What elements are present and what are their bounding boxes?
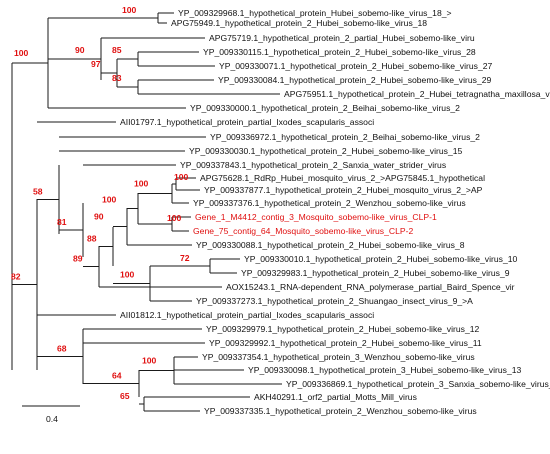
- scale-bar-label: 0.4: [46, 414, 58, 424]
- leaf-label: Gene_75_contig_64_Mosquito_sobemo-like_v…: [193, 226, 413, 236]
- support-value: 90: [75, 45, 85, 55]
- scale-bar: 0.4: [22, 405, 80, 424]
- support-value: 58: [33, 187, 43, 197]
- leaf-label: YP_009337376.1_hypothetical_protein_2_We…: [193, 198, 466, 208]
- leaf-label: AII01797.1_hypothetical_protein_partial_…: [120, 117, 374, 127]
- support-value: 81: [57, 217, 67, 227]
- leaf-label: APG75719.1_hypothetical_protein_2_partia…: [209, 33, 475, 43]
- leaf-label: YP_009330115.1_hypothetical_protein_2_Hu…: [203, 47, 476, 57]
- leaf-label: YP_009329968.1_hypothetical_protein_Hube…: [178, 8, 452, 18]
- support-value: 64: [112, 371, 122, 381]
- support-values: 100 100 90 85 97 83 100 100 100 100 90 72 100 88 89 81 5…: [11, 5, 190, 401]
- support-value: 72: [180, 253, 190, 263]
- leaf-label: AII01812.1_hypothetical_protein_partial_…: [120, 310, 374, 320]
- leaf-label: YP_009329983.1_hypothetical_protein_2_Hu…: [241, 268, 510, 278]
- tree-branches: [11, 12, 282, 412]
- leaf-label: APG75949.1_hypothetical_protein_2_Hubei_…: [171, 18, 427, 28]
- leaf-label: APG75951.1_hypothetical_protein_2_Hubei_…: [284, 89, 550, 99]
- leaf-label: YP_009330084.1_hypothetical_protein_2_Hu…: [218, 75, 492, 85]
- support-value: 83: [112, 73, 122, 83]
- leaf-label: YP_009336869.1_hypothetical_protein_3_Sa…: [286, 379, 550, 389]
- leaf-label: Gene_1_M4412_contig_3_Mosquito_sobemo-li…: [195, 212, 437, 222]
- leaf-label: YP_009330088.1_hypothetical_protein_2_Hu…: [196, 240, 465, 250]
- support-value: 100: [120, 270, 135, 280]
- leaf-label: YP_009337354.1_hypothetical_protein_3_We…: [202, 352, 475, 362]
- leaf-label: YP_009337877.1_hypothetical_protein_2_Hu…: [204, 185, 483, 195]
- leaf-label: YP_009337335.1_hypothetical_protein_2_We…: [204, 406, 477, 416]
- leaf-label: YP_009336972.1_hypothetical_protein_2_Be…: [210, 132, 480, 142]
- support-value: 65: [120, 391, 130, 401]
- support-value: 100: [122, 5, 137, 15]
- support-value: 100: [102, 195, 117, 205]
- leaf-label: YP_009330000.1_hypothetical_protein_2_Be…: [190, 103, 460, 113]
- support-value: 89: [73, 254, 83, 264]
- support-value: 82: [11, 272, 21, 282]
- support-value: 100: [142, 356, 157, 366]
- support-value: 97: [91, 59, 101, 69]
- leaf-label: APG75628.1_RdRp_Hubei_mosquito_virus_2_>…: [200, 173, 485, 183]
- leaf-label: YP_009337273.1_hypothetical_protein_2_Sh…: [196, 296, 473, 306]
- leaf-label: YP_009329992.1_hypothetical_protein_2_Hu…: [209, 338, 482, 348]
- support-value: 88: [87, 234, 97, 244]
- support-value: 68: [57, 344, 67, 354]
- leaf-label: YP_009330030.1_hypothetical_protein_2_Hu…: [189, 146, 463, 156]
- support-value: 100: [174, 172, 189, 182]
- support-value: 100: [167, 213, 182, 223]
- leaf-label: AOX15243.1_RNA-dependent_RNA_polymerase_…: [226, 282, 515, 292]
- leaf-labels: YP_009329968.1_hypothetical_protein_Hube…: [120, 8, 550, 416]
- support-value: 90: [94, 212, 104, 222]
- leaf-label: AKH40291.1_orf2_partial_Motts_Mill_virus: [254, 392, 417, 402]
- leaf-label: YP_009330010.1_hypothetical_protein_2_Hu…: [244, 254, 518, 264]
- support-value: 85: [112, 45, 122, 55]
- support-value: 100: [134, 179, 149, 189]
- leaf-label: YP_009330071.1_hypothetical_protein_2_Hu…: [219, 61, 493, 71]
- leaf-label: YP_009329979.1_hypothetical_protein_2_Hu…: [206, 324, 480, 334]
- leaf-label: YP_009330098.1_hypothetical_protein_3_Hu…: [248, 365, 522, 375]
- leaf-label: YP_009337843.1_hypothetical_protein_2_Sa…: [180, 160, 446, 170]
- support-value: 100: [14, 48, 29, 58]
